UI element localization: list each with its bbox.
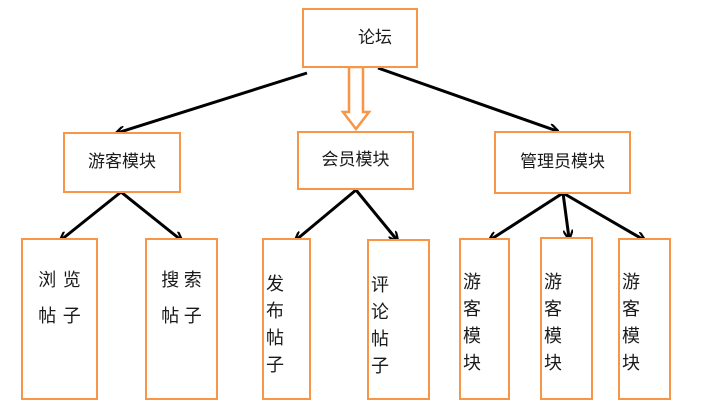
- guest-module-label: 游客模块: [88, 152, 156, 172]
- guest-child-browse-posts: 浏 览 帖 子: [21, 238, 98, 400]
- edge-guest-c2: [120, 190, 181, 240]
- edge-admin-c3: [562, 191, 644, 240]
- char: 搜: [161, 270, 180, 291]
- admin-child-3: 游客模块: [618, 238, 671, 400]
- admin-module-node: 管理员模块: [494, 131, 631, 194]
- char: 帖: [38, 306, 57, 327]
- member-module-node: 会员模块: [297, 131, 414, 190]
- admin-child-1: 游客模块: [459, 238, 510, 400]
- edge-member-c2: [354, 189, 397, 240]
- edge-root-guest: [117, 71, 308, 133]
- edge-root-member-hollow-arrow: [340, 65, 372, 132]
- edge-admin-c1: [490, 191, 564, 240]
- char: 索: [183, 270, 202, 291]
- node-label: 游客模块: [619, 272, 640, 380]
- edge-member-c1: [296, 188, 357, 240]
- guest-child-search-posts: 搜 索 帖 子: [145, 238, 218, 400]
- admin-module-label: 管理员模块: [520, 152, 605, 172]
- member-child-comment-posts: 评论帖子: [367, 239, 430, 400]
- root-label: 论坛: [358, 27, 392, 48]
- node-label: 发布帖子: [263, 274, 284, 382]
- member-module-label: 会员模块: [321, 150, 390, 170]
- edge-root-admin: [377, 66, 557, 131]
- root-node: 论坛: [302, 8, 418, 68]
- char: 子: [183, 306, 202, 327]
- char: 览: [62, 270, 81, 291]
- char: 浏: [38, 270, 57, 291]
- char: 子: [62, 306, 81, 327]
- node-label: 游客模块: [460, 272, 481, 380]
- edge-guest-c1: [61, 190, 122, 240]
- node-label: 游客模块: [541, 271, 562, 380]
- node-label: 评论帖子: [368, 274, 389, 383]
- edge-admin-c2: [561, 192, 569, 238]
- member-child-publish-posts: 发布帖子: [262, 238, 311, 400]
- char: 帖: [161, 306, 180, 327]
- admin-child-2: 游客模块: [540, 237, 593, 400]
- guest-module-node: 游客模块: [63, 132, 181, 193]
